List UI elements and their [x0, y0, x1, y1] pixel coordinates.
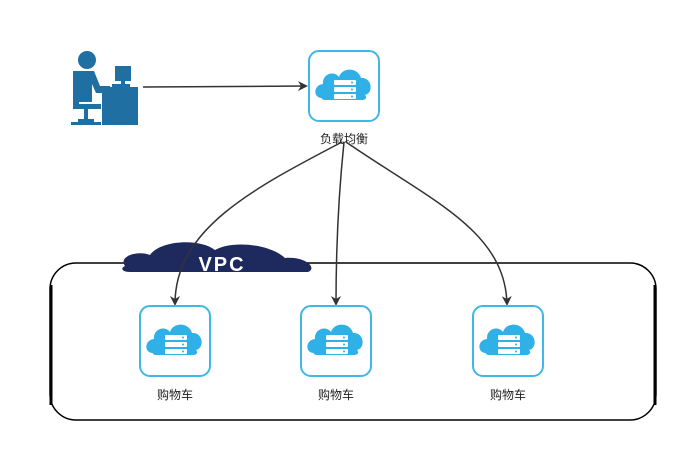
server-1-label: 购物车	[156, 388, 193, 402]
load-balancer-icon	[308, 50, 380, 122]
server-2-label: 购物车	[317, 388, 354, 402]
edge-lb-to-server-2	[331, 141, 345, 306]
server-1-icon	[139, 305, 211, 377]
user-at-computer-icon	[71, 51, 138, 125]
edge-lb-to-server-1	[170, 141, 343, 306]
vpc-badge: VPC	[122, 242, 312, 276]
edge-lb-to-server-3	[345, 141, 512, 306]
load-balancer-label: 负载均衡	[319, 132, 368, 146]
server-3-icon	[472, 305, 544, 377]
edge-user-to-lb	[142, 81, 308, 92]
vpc-label: VPC	[198, 254, 245, 276]
server-3-label: 购物车	[489, 388, 526, 402]
server-2-icon	[300, 305, 372, 377]
